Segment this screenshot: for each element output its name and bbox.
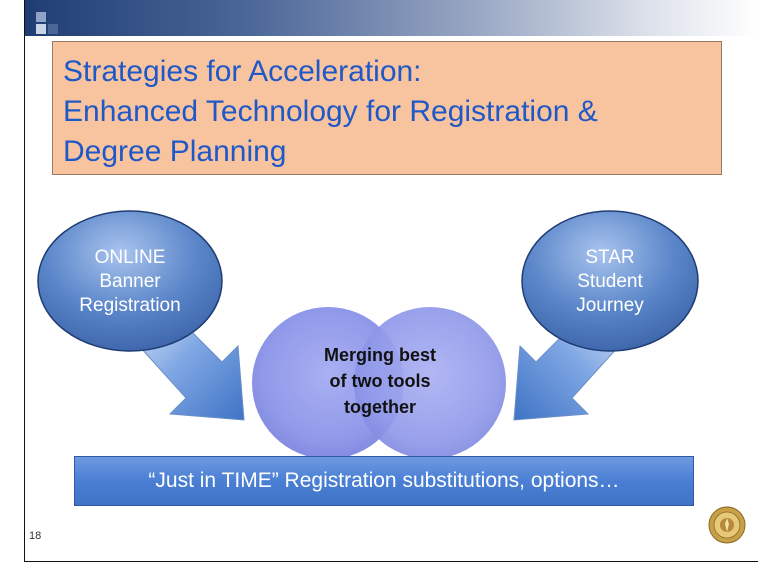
header-square-decoration (24, 12, 34, 22)
title-line-3: Degree Planning (63, 135, 287, 168)
right-oval-label: STAR Student Journey (540, 246, 680, 318)
seal-icon (708, 506, 746, 544)
merge-label-line-3: together (344, 397, 416, 417)
left-oval-line-3: Registration (79, 295, 181, 316)
bottom-banner: “Just in TIME” Registration substitution… (74, 456, 694, 506)
merging-circles (252, 307, 506, 459)
left-oval-line-1: ONLINE (94, 247, 166, 268)
merge-label-line-2: of two tools (329, 371, 431, 391)
header-square-decoration (36, 24, 46, 34)
left-oval-label: ONLINE Banner Registration (60, 246, 200, 318)
merge-label: Merging best of two tools together (300, 342, 460, 420)
slide-title-box: Strategies for Acceleration: Enhanced Te… (52, 41, 722, 175)
right-oval-line-1: STAR (585, 247, 635, 268)
left-oval (37, 210, 223, 352)
right-oval-line-2: Student (577, 271, 643, 292)
left-oval-line-2: Banner (99, 271, 161, 292)
title-line-2: Enhanced Technology for Registration & (63, 95, 598, 128)
merge-label-line-1: Merging best (323, 345, 436, 365)
header-bar (24, 0, 758, 36)
right-oval (521, 210, 699, 352)
title-line-1: Strategies for Acceleration: (63, 55, 422, 88)
right-oval-line-3: Journey (576, 295, 644, 316)
page-number: 18 (29, 530, 42, 542)
header-square-decoration (48, 24, 58, 34)
header-square-decoration (36, 12, 46, 22)
